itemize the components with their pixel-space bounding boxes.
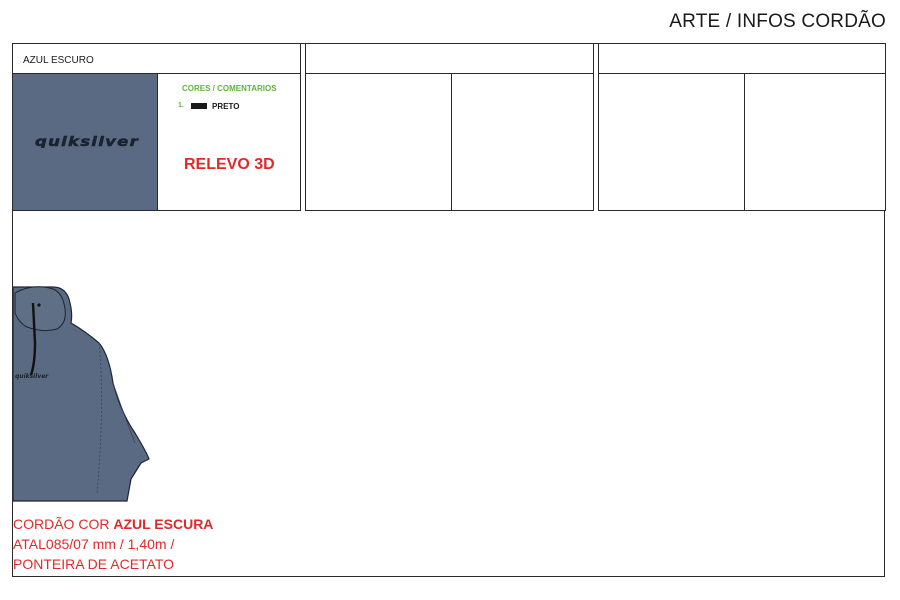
color-chip-icon	[191, 103, 207, 109]
cord-color-value: AZUL ESCURA	[113, 516, 214, 532]
page-title: ARTE / INFOS CORDÃO	[669, 11, 886, 32]
cord-specification: CORDÃO COR AZUL ESCURA ATAL085/07 mm / 1…	[13, 514, 213, 574]
color-panel-2	[305, 43, 594, 211]
quiksilver-logo-icon: quiksilver	[35, 135, 140, 151]
cord-material-line: ATAL085/07 mm / 1,40m /	[13, 536, 175, 552]
color-number: 1.	[178, 102, 184, 109]
cord-color-line: CORDÃO COR AZUL ESCURA	[13, 514, 213, 534]
color-info-cell: CORES / COMENTARIOS 1. PRETO RELEVO 3D	[158, 74, 300, 210]
hoodie-illustration: quiksilver	[13, 286, 150, 502]
panel-header	[306, 44, 593, 74]
panel-header: AZUL ESCURO	[13, 44, 300, 74]
colors-comments-title: CORES / COMENTARIOS	[182, 84, 277, 93]
panel-header	[599, 44, 885, 74]
panel-divider	[744, 74, 745, 210]
panel-heading: AZUL ESCURO	[23, 55, 94, 66]
color-name: PRETO	[212, 102, 240, 111]
color-swatch: quiksilver	[13, 74, 158, 210]
svg-text:quiksilver: quiksilver	[15, 373, 49, 380]
cord-tip-line: PONTEIRA DE ACETATO	[13, 556, 175, 572]
brand-logo: quiksilver	[35, 134, 141, 151]
color-panel-3	[598, 43, 886, 211]
svg-text:quiksilver: quiksilver	[35, 135, 140, 148]
cord-color-prefix: CORDÃO COR	[13, 516, 114, 532]
panel-divider	[451, 74, 452, 210]
comment-text: RELEVO 3D	[184, 156, 275, 173]
color-panel-azul-escuro: AZUL ESCURO quiksilver CORES / COMENTARI…	[12, 43, 301, 211]
